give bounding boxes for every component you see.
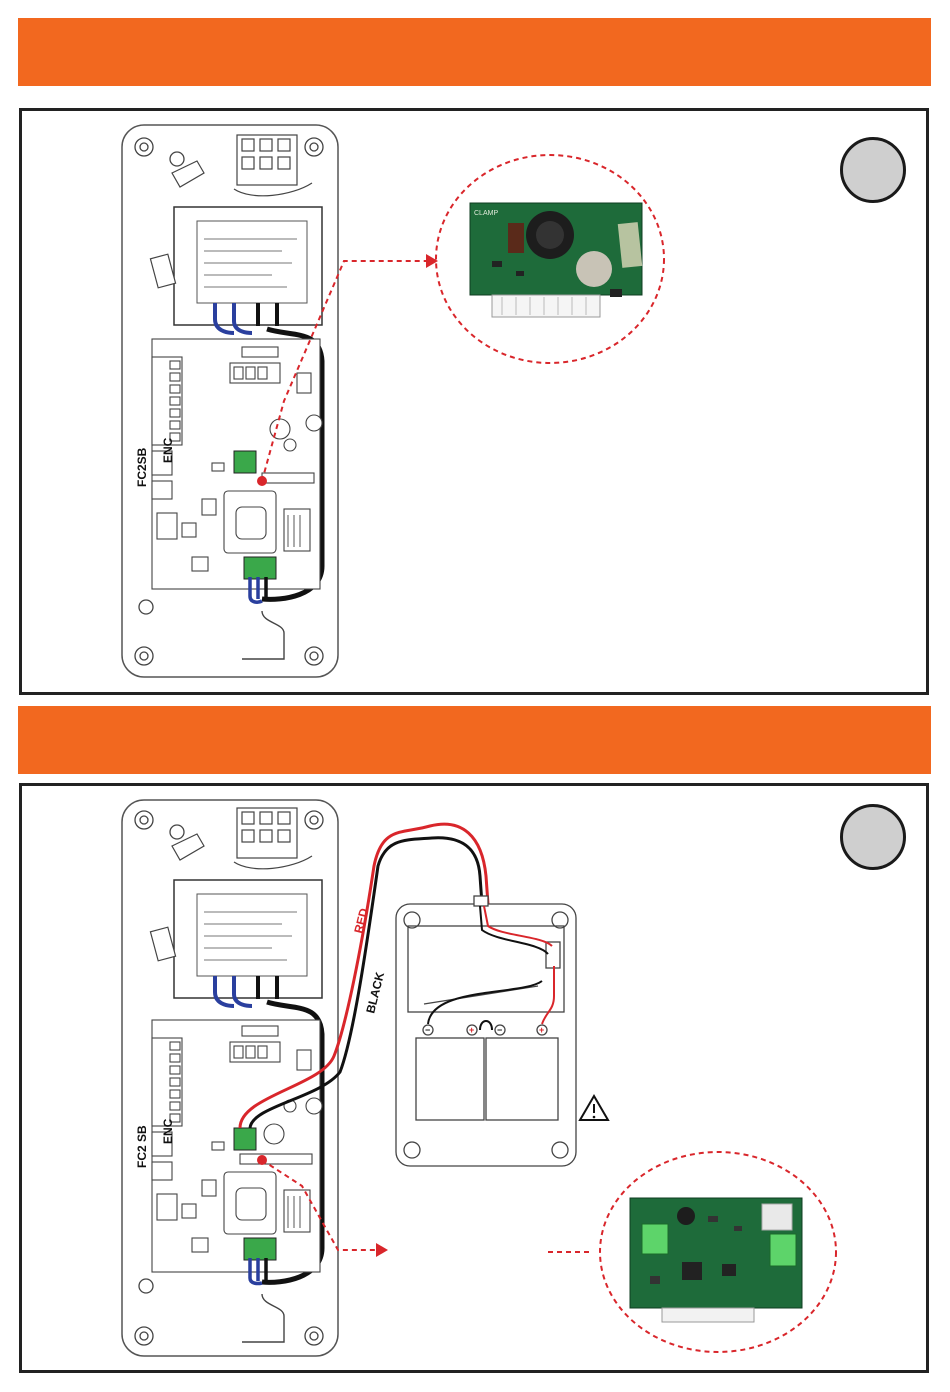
enc-label: ENC — [161, 1118, 175, 1144]
section-1-diagram: FC2SB ENC CLAMP — [22, 111, 932, 698]
callout-arrowhead — [376, 1243, 388, 1257]
battery-terminal-green — [234, 1128, 256, 1150]
section-2-diagram: FC2 SB ENC RED BLACK — [22, 786, 932, 1376]
svg-text:+: + — [469, 1025, 474, 1035]
battery-terminal-green — [234, 451, 256, 473]
bottom-green-terminal — [244, 557, 276, 579]
svg-text:−: − — [425, 1025, 430, 1035]
section-2-header-banner — [18, 706, 931, 774]
fc2sb-label: FC2SB — [135, 447, 149, 487]
batteries — [416, 1025, 558, 1120]
black-wire-label: BLACK — [363, 970, 387, 1014]
enc-label: ENC — [161, 437, 175, 463]
transformer — [150, 880, 322, 998]
battery-charger-module-pcb — [630, 1198, 802, 1322]
svg-text:−: − — [497, 1025, 502, 1035]
clamp-module-pcb: CLAMP — [470, 203, 642, 317]
warning-triangle-icon — [580, 1096, 608, 1120]
svg-text:+: + — [539, 1025, 544, 1035]
transformer — [150, 207, 322, 325]
fc2sb-label: FC2 SB — [135, 1125, 149, 1168]
bottom-green-terminal — [244, 1238, 276, 1260]
section-2-panel: FC2 SB ENC RED BLACK — [19, 783, 929, 1373]
module-silkscreen-label: CLAMP — [474, 210, 498, 217]
section-1-panel: FC2SB ENC CLAMP — [19, 108, 929, 695]
section-1-header-banner — [18, 18, 931, 86]
